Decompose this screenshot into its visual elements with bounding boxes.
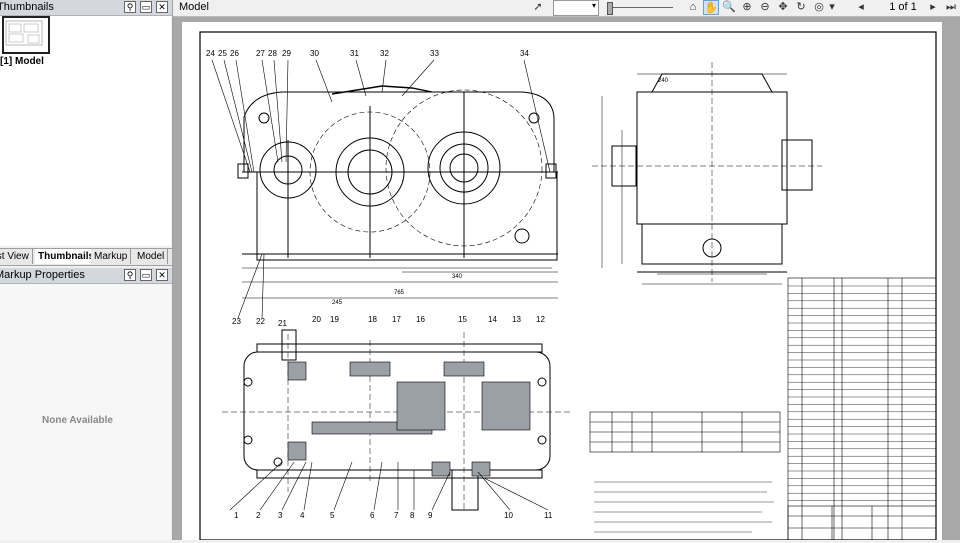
- front-elevation: [237, 85, 558, 299]
- document-title: Model: [179, 1, 209, 13]
- callout: 17: [392, 315, 401, 324]
- previous-page-icon[interactable]: ◂: [858, 1, 864, 13]
- tab-thumbnails[interactable]: Thumbnails: [35, 249, 99, 264]
- orbit-icon[interactable]: ✥: [778, 1, 788, 13]
- callout: 3: [278, 511, 283, 520]
- next-page-icon[interactable]: ▸: [930, 1, 936, 13]
- close-icon[interactable]: ✕: [156, 1, 168, 13]
- zoom-window-icon[interactable]: ⊕: [742, 1, 752, 13]
- thumbnail-label: [1] Model: [0, 56, 44, 67]
- parts-list-rows: [788, 285, 936, 501]
- zoom-slider-thumb[interactable]: [607, 2, 613, 15]
- markup-properties-header: Markup Properties ⚲ ▭ ✕: [0, 268, 172, 284]
- chevron-down-icon: ▾: [591, 1, 596, 10]
- notes-lines: [594, 481, 774, 533]
- last-page-icon[interactable]: ⏭: [946, 1, 956, 13]
- select-cursor-icon[interactable]: ➚: [533, 1, 543, 13]
- callout: 28: [268, 49, 277, 58]
- callout: 2: [256, 511, 261, 520]
- panel-tabs: List View Thumbnails Markup Model: [0, 248, 172, 266]
- tab-markup[interactable]: Markup: [91, 249, 132, 264]
- callout: 11: [544, 511, 553, 520]
- callout: 4: [300, 511, 305, 520]
- drawing-sheet[interactable]: 24 25 26 27 28 29 30 31 32 33 34 23 22 2…: [182, 22, 942, 541]
- callout-labels: 24 25 26 27 28 29 30 31 32 33 34 23 22 2…: [206, 49, 669, 520]
- dimension: 245: [332, 300, 343, 306]
- callout: 7: [394, 511, 399, 520]
- callout: 32: [380, 49, 389, 58]
- callout: 16: [416, 315, 425, 324]
- engineering-drawing: 24 25 26 27 28 29 30 31 32 33 34 23 22 2…: [199, 31, 937, 541]
- callout: 31: [350, 49, 359, 58]
- pin-icon[interactable]: ⚲: [124, 1, 136, 13]
- callout: 9: [428, 511, 433, 520]
- callout: 1: [234, 511, 239, 520]
- callout: 18: [368, 315, 377, 324]
- zoom-extents-icon[interactable]: ⊖: [760, 1, 770, 13]
- callout: 29: [282, 49, 291, 58]
- callout: 21: [278, 319, 287, 328]
- markup-properties-title: Markup Properties: [0, 269, 85, 281]
- plan-hatched-gears: [287, 361, 531, 477]
- callout: 5: [330, 511, 335, 520]
- close-icon[interactable]: ✕: [156, 269, 168, 281]
- side-view: [592, 62, 822, 285]
- callout: 19: [330, 315, 339, 324]
- tab-model[interactable]: Model: [134, 249, 169, 264]
- home-icon[interactable]: ⌂: [689, 1, 697, 13]
- thumbnails-panel-title: Thumbnails: [0, 1, 54, 13]
- title-block: [787, 505, 937, 541]
- float-icon[interactable]: ▭: [140, 1, 152, 13]
- zoom-dropdown[interactable]: ▾: [553, 0, 599, 16]
- callout: 33: [430, 49, 439, 58]
- callout: 12: [536, 315, 545, 324]
- page-indicator: 1 of 1: [889, 1, 917, 13]
- callout: 6: [370, 511, 375, 520]
- left-pane: Thumbnails ⚲ ▭ ✕ [1] Model List View Thu…: [0, 0, 173, 540]
- dimension: 240: [658, 78, 669, 84]
- leader-lines: [211, 59, 551, 511]
- none-available-text: None Available: [42, 415, 113, 426]
- callout: 34: [520, 49, 529, 58]
- callout: 10: [504, 511, 513, 520]
- markup-properties-area: [0, 284, 171, 540]
- dimension: 765: [394, 290, 405, 296]
- dimension: 340: [452, 274, 463, 280]
- tab-list-view[interactable]: List View: [0, 249, 33, 264]
- thumbnails-area: [0, 16, 171, 246]
- callout: 13: [512, 315, 521, 324]
- callout: 24: [206, 49, 215, 58]
- walk-icon[interactable]: ◎: [814, 1, 824, 13]
- callout: 30: [310, 49, 319, 58]
- tech-table: [589, 411, 781, 453]
- document-toolbar: Model ➚ ▾ ⌂ ✋ 🔍 ⊕ ⊖ ✥ ↻ ◎ ▾ ◂ 1 of 1 ▸ ⏭: [173, 0, 960, 17]
- callout: 15: [458, 315, 467, 324]
- callout: 26: [230, 49, 239, 58]
- callout: 27: [256, 49, 265, 58]
- pan-hand-icon[interactable]: ✋: [703, 0, 719, 15]
- callout: 25: [218, 49, 227, 58]
- thumbnails-panel-header: Thumbnails ⚲ ▭ ✕: [0, 0, 172, 16]
- callout: 14: [488, 315, 497, 324]
- rotate-icon[interactable]: ↻: [796, 1, 806, 13]
- float-icon[interactable]: ▭: [140, 269, 152, 281]
- callout: 8: [410, 511, 415, 520]
- zoom-in-icon[interactable]: 🔍: [722, 1, 736, 13]
- callout: 23: [232, 317, 241, 326]
- zoom-slider-track[interactable]: [609, 7, 673, 8]
- page-thumbnail[interactable]: [2, 16, 50, 54]
- callout: 20: [312, 315, 321, 324]
- thumbnail-preview-icon: [5, 20, 43, 46]
- pin-icon[interactable]: ⚲: [124, 269, 136, 281]
- callout: 22: [256, 317, 265, 326]
- chevron-down-icon[interactable]: ▾: [829, 1, 835, 13]
